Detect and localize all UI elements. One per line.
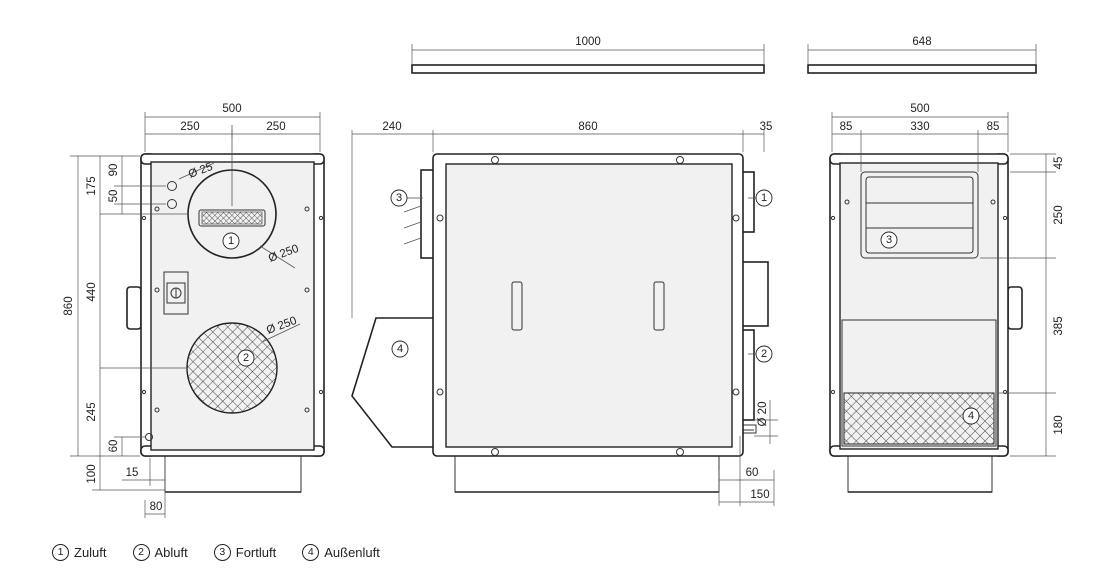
dim-front-250-right: 250	[266, 121, 285, 133]
top-plate-long: 1000	[411, 36, 765, 74]
dim-front-90: 90	[108, 164, 120, 177]
dim-side-60: 60	[746, 467, 759, 479]
dim-front-245: 245	[86, 402, 98, 421]
dim-back-180: 180	[1053, 415, 1065, 434]
marker-aussenluft-side: 4	[391, 340, 409, 358]
marker-zuluft-side: 1	[748, 189, 773, 207]
dim-front-80: 80	[150, 501, 163, 513]
svg-text:4: 4	[968, 410, 974, 422]
dim-front-500: 500	[222, 103, 241, 115]
dim-front-860: 860	[63, 296, 75, 315]
legend-item-aussenluft: 4 Außenluft	[302, 544, 380, 561]
legend-number: 2	[132, 544, 150, 561]
dim-back-45: 45	[1053, 157, 1065, 170]
back-view: 500 85 330 85 45 250 385 180 3 4	[829, 103, 1065, 493]
dim-front-250-left: 250	[180, 121, 199, 133]
legend-number: 4	[302, 544, 320, 561]
side-view: 240 860 35 Ø 20 60 150 3 4 1	[351, 121, 778, 506]
dim-back-250: 250	[1053, 205, 1065, 224]
front-view: 500 250 250 860 175 90 50 440 245 60 100…	[63, 103, 325, 518]
marker-fortluft-side: 3	[390, 189, 423, 207]
svg-text:1: 1	[228, 235, 234, 247]
dim-side-860: 860	[578, 121, 597, 133]
marker-aussenluft-back: 4	[962, 407, 980, 425]
dim-back-385: 385	[1053, 316, 1065, 335]
legend-item-abluft: 2 Abluft	[132, 544, 188, 561]
dim-front-50: 50	[108, 190, 120, 203]
dim-648: 648	[912, 36, 931, 48]
marker-zuluft-front: 1	[222, 232, 240, 250]
dim-front-60: 60	[108, 440, 120, 453]
legend-label: Abluft	[154, 545, 188, 560]
dim-side-240: 240	[382, 121, 401, 133]
dim-back-330: 330	[910, 121, 929, 133]
dim-front-100: 100	[86, 464, 98, 483]
dim-front-15: 15	[126, 467, 139, 479]
top-plate-short: 648	[807, 36, 1037, 74]
marker-fortluft-back: 3	[880, 231, 898, 249]
svg-text:3: 3	[396, 192, 402, 204]
svg-text:2: 2	[761, 348, 767, 360]
legend-number: 3	[213, 544, 231, 561]
legend-item-fortluft: 3 Fortluft	[213, 544, 277, 561]
dim-front-175: 175	[86, 176, 98, 195]
legend-number: 1	[52, 544, 69, 561]
dim-side-dia-20: Ø 20	[757, 402, 769, 427]
legend-label: Zuluft	[74, 545, 107, 560]
svg-text:2: 2	[243, 352, 249, 364]
legend-label: Außenluft	[324, 545, 380, 560]
dim-back-500: 500	[910, 103, 929, 115]
legend: 1 Zuluft 2 Abluft 3 Fortluft 4 Außenluft	[52, 544, 380, 561]
svg-text:1: 1	[761, 192, 767, 204]
dim-side-150: 150	[750, 489, 769, 501]
technical-drawing: 1000 648	[63, 36, 1065, 518]
legend-label: Fortluft	[235, 545, 277, 560]
legend-item-zuluft: 1 Zuluft	[52, 544, 107, 561]
marker-abluft-side: 2	[748, 345, 773, 363]
dim-back-85-right: 85	[987, 121, 1000, 133]
dim-side-35: 35	[760, 121, 773, 133]
svg-text:4: 4	[397, 343, 403, 355]
dim-back-85-left: 85	[840, 121, 853, 133]
dim-1000: 1000	[575, 36, 601, 48]
svg-text:3: 3	[886, 234, 892, 246]
dim-front-440: 440	[86, 282, 98, 301]
marker-abluft-front: 2	[237, 349, 255, 367]
